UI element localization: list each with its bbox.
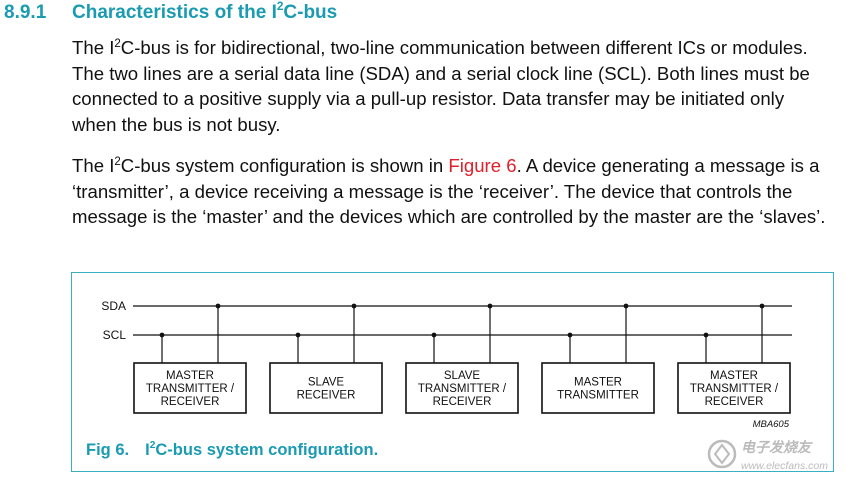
caption-pre: I [145, 441, 150, 459]
sda-junction-dot [351, 303, 357, 309]
paragraph2-pre: The I [72, 155, 115, 176]
section-number: 8.9.1 [4, 2, 47, 23]
caption-figure-number: Fig 6. [86, 441, 130, 459]
section-heading: 8.9.1 Characteristics of the I2C-bus [4, 0, 338, 24]
figure-caption: Fig 6. I2C-bus system configuration. [86, 441, 378, 460]
section-title-post: C-bus [283, 2, 338, 23]
paragraph1-superscript: 2 [114, 37, 121, 50]
figure-code: MBA605 [753, 419, 790, 430]
paragraph-system-configuration: The I2C-bus system configuration is show… [72, 153, 832, 230]
sda-junction-dot [623, 303, 629, 309]
device-label-line: SLAVE [308, 377, 345, 389]
device-label-line: SLAVE [444, 370, 481, 382]
sda-junction-dot [215, 303, 221, 309]
paragraph2-text: . A device generating a message is a ‘tr… [72, 155, 826, 227]
device-label-line: TRANSMITTER / [418, 383, 507, 395]
scl-junction-dot [295, 332, 301, 338]
device-box [405, 362, 519, 414]
device-label-line: RECEIVER [433, 396, 492, 408]
device-label-line: TRANSMITTER [557, 390, 639, 402]
device-label-line: MASTER [574, 377, 622, 389]
device-label-line: MASTER [710, 370, 758, 382]
paragraph2-superscript: 2 [114, 155, 121, 168]
figure-6-link[interactable]: Figure 6 [448, 155, 517, 176]
scl-junction-dot [567, 332, 573, 338]
device-label-line: RECEIVER [161, 396, 220, 408]
watermark-logo-icon [707, 439, 737, 469]
watermark-cn-text: 电子发烧友 [741, 439, 813, 455]
sda-junction-dot [759, 303, 765, 309]
section-title-pre: Characteristics of the I [72, 2, 277, 23]
paragraph2-mid: C-bus system configuration is shown in [120, 155, 449, 176]
scl-junction-dot [431, 332, 437, 338]
section-title-superscript: 2 [276, 0, 284, 14]
paragraph1-pre: The I [72, 37, 115, 58]
paragraph1-text: C-bus is for bidirectional, two-line com… [72, 37, 810, 135]
device-box [677, 362, 791, 414]
caption-superscript: 2 [149, 440, 156, 452]
watermark-url-text: www.elecfans.com [741, 460, 828, 472]
caption-text: C-bus system configuration. [155, 441, 379, 459]
device-label-line: TRANSMITTER / [690, 383, 779, 395]
device-label-line: RECEIVER [297, 390, 356, 402]
device-box [269, 362, 383, 414]
device-label-line: TRANSMITTER / [146, 383, 235, 395]
scl-label: SCL [103, 328, 127, 342]
device-label-line: MASTER [166, 370, 214, 382]
sda-label: SDA [101, 299, 126, 313]
elecfans-watermark: 电子发烧友 www.elecfans.com [707, 439, 828, 472]
paragraph-i2c-characteristics: The I2C-bus is for bidirectional, two-li… [72, 35, 832, 137]
device-box [541, 362, 655, 414]
scl-junction-dot [703, 332, 709, 338]
device-box [133, 362, 247, 414]
scl-junction-dot [159, 332, 165, 338]
device-label-line: RECEIVER [705, 396, 764, 408]
sda-junction-dot [487, 303, 493, 309]
